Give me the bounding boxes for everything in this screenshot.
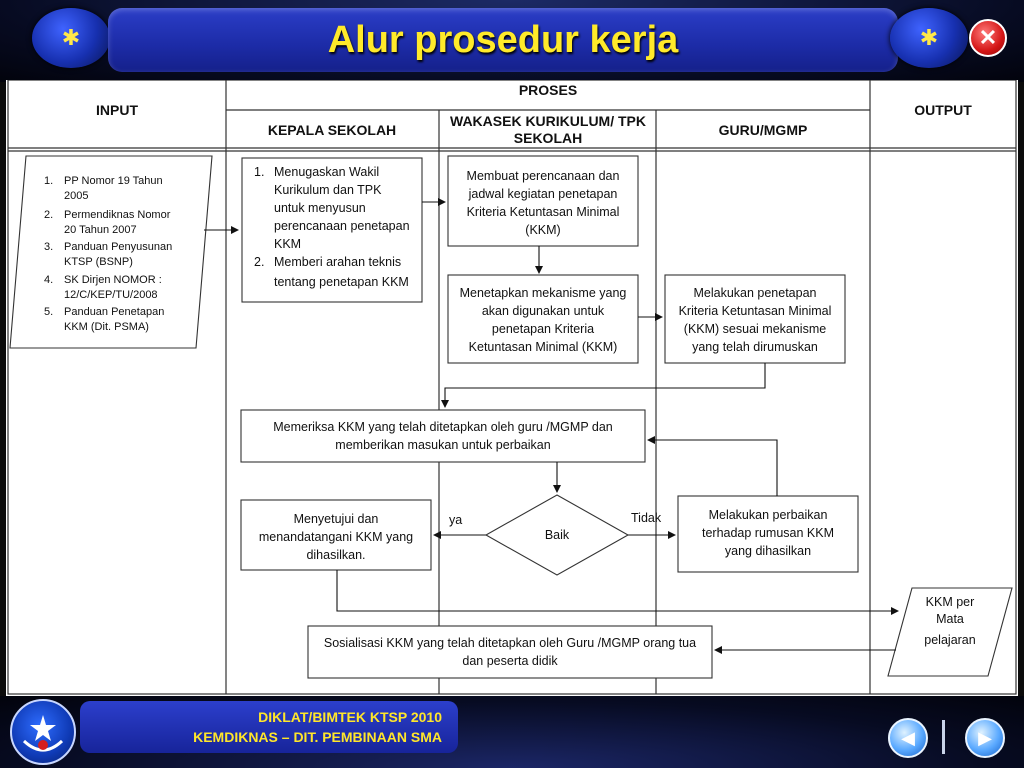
input-item-line: 2005 bbox=[64, 190, 88, 202]
sosialisasi-text: Sosialisasi KKM yang telah ditetapkan ol… bbox=[324, 636, 696, 650]
memeriksa-text: memberikan masukan untuk perbaikan bbox=[335, 438, 550, 452]
input-item-num: 3. bbox=[44, 241, 53, 253]
mekanisme-text: penetapan Kriteria bbox=[492, 322, 594, 336]
input-list: 1. PP Nomor 19 Tahun 2005 2. Permendikna… bbox=[44, 175, 172, 333]
perencanaan-box bbox=[447, 155, 639, 247]
prev-slide-button[interactable]: ◀ bbox=[888, 718, 928, 758]
input-item-line: PP Nomor 19 Tahun bbox=[64, 175, 163, 187]
header-proses: PROSES bbox=[519, 82, 577, 98]
kepala-task-box bbox=[241, 157, 423, 303]
menyetujui-text: Menyetujui dan bbox=[294, 512, 379, 526]
input-item-line: SK Dirjen NOMOR : bbox=[64, 274, 162, 286]
penetapan-guru-text: Kriteria Ketuntasan Minimal bbox=[679, 304, 832, 318]
perencanaan-text: Membuat perencanaan dan bbox=[467, 169, 620, 183]
connectors bbox=[204, 198, 899, 654]
input-item-line: Permendiknas Nomor bbox=[64, 209, 171, 221]
no-label: Tidak bbox=[631, 511, 662, 525]
slide-title: Alur prosedur kerja bbox=[327, 18, 679, 61]
mekanisme-box bbox=[447, 274, 639, 364]
header-input: INPUT bbox=[96, 102, 138, 118]
penetapan-guru-text: (KKM) sesuai mekanisme bbox=[684, 322, 826, 336]
input-item-num: 2. bbox=[44, 209, 53, 221]
star-icon: ✱ bbox=[919, 25, 939, 50]
output-text: Mata bbox=[936, 612, 964, 626]
decision-diamond bbox=[484, 494, 630, 576]
close-icon: ✕ bbox=[978, 25, 998, 50]
header-output: OUTPUT bbox=[914, 102, 972, 118]
flowchart: INPUT PROSES OUTPUT KEPALA SEKOLAH WAKAS… bbox=[7, 80, 1017, 695]
star-orb-left: ✱ bbox=[32, 8, 110, 68]
menyetujui-text: dihasilkan. bbox=[306, 548, 365, 562]
arrow-right-icon: ▶ bbox=[978, 727, 992, 748]
input-item-num: 1. bbox=[44, 175, 53, 187]
input-item-num: 4. bbox=[44, 274, 53, 286]
penetapan-guru-text: yang telah dirumuskan bbox=[692, 340, 818, 354]
header-wakasek: WAKASEK KURIKULUM/ TPK bbox=[450, 113, 646, 129]
kepala-item-line: tentang penetapan KKM bbox=[274, 275, 409, 289]
mekanisme-text: akan digunakan untuk bbox=[482, 304, 605, 318]
logo-emblem-icon bbox=[22, 715, 64, 752]
perencanaan-text: jadwal kegiatan penetapan bbox=[468, 187, 618, 201]
ministry-logo bbox=[10, 699, 76, 765]
input-item-line: KKM (Dit. PSMA) bbox=[64, 321, 149, 333]
header-guru: GURU/MGMP bbox=[719, 122, 808, 138]
footer-line2: KEMDIKNAS – DIT. PEMBINAAN SMA bbox=[193, 729, 442, 745]
kepala-item-line: untuk menyusun bbox=[274, 201, 366, 215]
output-text: pelajaran bbox=[924, 633, 975, 647]
next-slide-button[interactable]: ▶ bbox=[965, 718, 1005, 758]
mekanisme-text: Menetapkan mekanisme yang bbox=[460, 286, 627, 300]
close-button[interactable]: ✕ bbox=[969, 19, 1007, 57]
kepala-item-num: 1. bbox=[254, 165, 264, 179]
yes-label: ya bbox=[449, 513, 462, 527]
memeriksa-text: Memeriksa KKM yang telah ditetapkan oleh… bbox=[273, 420, 613, 434]
slide-header: ✱ Alur prosedur kerja ✱ ✕ bbox=[0, 0, 1024, 82]
star-icon: ✱ bbox=[61, 25, 81, 50]
diagram-panel: INPUT PROSES OUTPUT KEPALA SEKOLAH WAKAS… bbox=[6, 80, 1018, 696]
perbaikan-box bbox=[677, 495, 859, 573]
nav-divider bbox=[942, 720, 945, 754]
input-item-num: 5. bbox=[44, 306, 53, 318]
perencanaan-text: (KKM) bbox=[525, 223, 560, 237]
output-parallelogram bbox=[887, 587, 1013, 677]
kepala-item-num: 2. bbox=[254, 255, 264, 269]
arrow-left-icon: ◀ bbox=[901, 727, 915, 748]
menyetujui-box bbox=[240, 499, 432, 571]
perbaikan-text: Melakukan perbaikan bbox=[709, 508, 828, 522]
sosialisasi-box bbox=[307, 625, 713, 679]
sosialisasi-text: dan peserta didik bbox=[462, 654, 558, 668]
perbaikan-text: terhadap rumusan KKM bbox=[702, 526, 834, 540]
penetapan-guru-box bbox=[664, 274, 846, 364]
kepala-item-line: Memberi arahan teknis bbox=[274, 255, 401, 269]
perencanaan-text: Kriteria Ketuntasan Minimal bbox=[467, 205, 620, 219]
kepala-item-line: KKM bbox=[274, 237, 301, 251]
header-kepala-sekolah: KEPALA SEKOLAH bbox=[268, 122, 396, 138]
footer-line1: DIKLAT/BIMTEK KTSP 2010 bbox=[258, 709, 442, 725]
decision-text: Baik bbox=[545, 528, 570, 542]
header-wakasek-line2: SEKOLAH bbox=[514, 130, 582, 146]
input-item-line: 20 Tahun 2007 bbox=[64, 224, 137, 236]
table-grid bbox=[7, 80, 1017, 695]
kepala-item-line: Kurikulum dan TPK bbox=[274, 183, 382, 197]
input-item-line: Panduan Penetapan bbox=[64, 306, 164, 318]
title-banner: Alur prosedur kerja bbox=[108, 8, 898, 72]
footer-banner: DIKLAT/BIMTEK KTSP 2010 KEMDIKNAS – DIT.… bbox=[80, 701, 458, 753]
menyetujui-text: menandatangani KKM yang bbox=[259, 530, 413, 544]
mekanisme-text: Ketuntasan Minimal (KKM) bbox=[469, 340, 618, 354]
memeriksa-box bbox=[240, 409, 646, 463]
output-text: KKM per bbox=[926, 595, 975, 609]
kepala-item-line: Menugaskan Wakil bbox=[274, 165, 379, 179]
perbaikan-text: yang dihasilkan bbox=[725, 544, 811, 558]
slide-footer: DIKLAT/BIMTEK KTSP 2010 KEMDIKNAS – DIT.… bbox=[0, 696, 1024, 768]
kepala-item-line: perencanaan penetapan bbox=[274, 219, 410, 233]
penetapan-guru-text: Melakukan penetapan bbox=[693, 286, 816, 300]
input-item-line: Panduan Penyusunan bbox=[64, 241, 172, 253]
kepala-task-list: 1. Menugaskan Wakil Kurikulum dan TPK un… bbox=[254, 165, 410, 289]
star-orb-right: ✱ bbox=[890, 8, 968, 68]
input-item-line: KTSP (BSNP) bbox=[64, 256, 133, 268]
input-item-line: 12/C/KEP/TU/2008 bbox=[64, 289, 158, 301]
input-parallelogram bbox=[9, 155, 213, 349]
